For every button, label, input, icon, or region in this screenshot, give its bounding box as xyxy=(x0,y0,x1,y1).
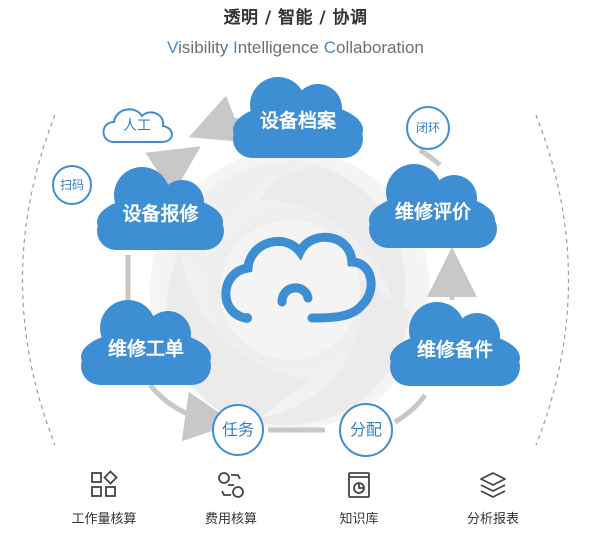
bubble-close-loop-label: 闭环 xyxy=(415,121,440,135)
nav-cost[interactable]: 费用核算 xyxy=(176,470,286,527)
bubble-manual xyxy=(102,108,173,143)
cloud-repair-report[interactable] xyxy=(97,167,224,250)
flow-arrow-bottom-left xyxy=(148,383,235,442)
cloud-work-order-label: 维修工单 xyxy=(107,338,184,360)
subtitle-part: ntelligence xyxy=(237,38,324,57)
nav-knowledge[interactable]: 知识库 xyxy=(304,470,414,527)
cloud-archive[interactable] xyxy=(233,77,363,158)
bubble-assign-label: 分配 xyxy=(349,420,382,439)
subtitle-part: ollaboration xyxy=(335,38,424,57)
bubble-task xyxy=(212,404,264,456)
book-chart-icon xyxy=(348,472,370,498)
subtitle-part: C xyxy=(323,38,336,57)
bubble-scan-label: 扫码 xyxy=(59,178,84,192)
nav-reports[interactable]: 分析报表 xyxy=(438,470,548,527)
bubble-task-label: 任务 xyxy=(221,420,254,439)
flow-arrow-bottom-right xyxy=(393,393,428,425)
bubble-assign xyxy=(339,403,393,457)
bubble-manual-label: 人工 xyxy=(123,118,151,134)
grid-diamond-icon xyxy=(91,470,118,497)
subtitle-part: isibility xyxy=(178,38,233,57)
center-cloud-icon xyxy=(221,232,376,323)
bubble-scan xyxy=(52,165,92,205)
cloud-repair-report-label: 设备报修 xyxy=(122,203,199,225)
subtitle-part: V xyxy=(167,38,179,57)
cloud-spare-parts-label: 维修备件 xyxy=(416,339,493,361)
flow-arrow-right-top xyxy=(418,147,442,167)
coins-transfer-icon xyxy=(218,472,244,498)
subtitle-part: I xyxy=(232,38,238,57)
workflow-diagram xyxy=(21,77,570,457)
nav-knowledge-label: 知识库 xyxy=(339,512,379,527)
nav-workload-label: 工作量核算 xyxy=(71,512,137,527)
page-subtitle: Visibility Intelligence Collaboration xyxy=(0,38,591,58)
center-cloud-dot xyxy=(242,313,252,323)
cloud-evaluation[interactable] xyxy=(369,164,497,248)
nav-cost-label: 费用核算 xyxy=(204,512,257,527)
cloud-spare-parts[interactable] xyxy=(390,302,520,386)
layers-icon xyxy=(480,472,506,498)
nav-reports-label: 分析报表 xyxy=(466,512,519,527)
bubble-close-loop xyxy=(406,106,450,150)
nav-workload[interactable]: 工作量核算 xyxy=(49,470,159,527)
cloud-work-order[interactable] xyxy=(81,300,211,385)
right-dashed-arc xyxy=(535,114,570,446)
left-dashed-arc xyxy=(21,114,56,446)
page-title: 透明 / 智能 / 协调 xyxy=(223,8,368,28)
cloud-archive-label: 设备档案 xyxy=(259,110,336,132)
cloud-evaluation-label: 维修评价 xyxy=(394,201,471,223)
